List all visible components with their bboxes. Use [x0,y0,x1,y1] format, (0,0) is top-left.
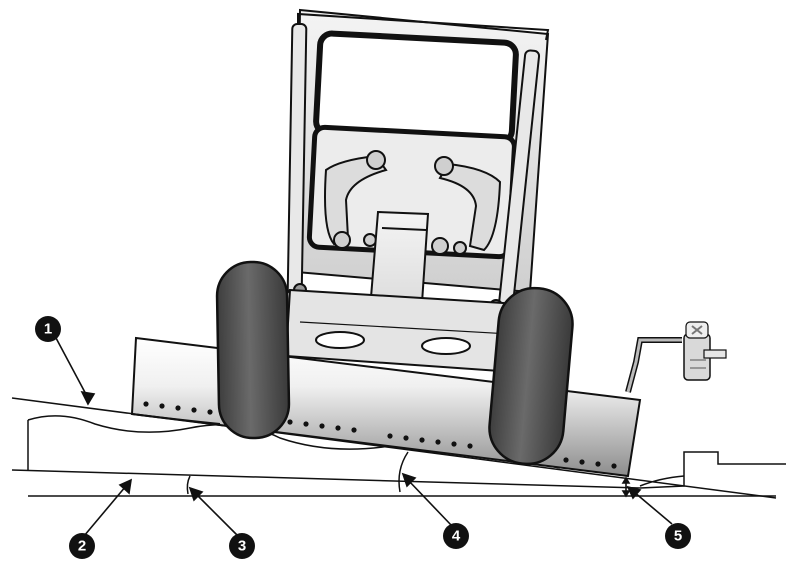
callout-4: 4 [443,523,469,549]
callout-4-label: 4 [452,528,461,545]
callout-5: 5 [665,523,691,549]
callout-3-label: 3 [238,538,246,555]
callout-5-label: 5 [674,528,682,545]
laser-receiver [628,322,726,392]
wheel-right [486,285,575,467]
lower-slope-line [12,470,640,488]
callout-3: 3 [229,533,255,559]
callout-1: 1 [35,316,61,342]
callout-2-label: 2 [78,538,86,555]
callout-2: 2 [69,533,95,559]
wheel-left [216,261,289,438]
moldboard-mount [286,290,520,372]
callout-1-label: 1 [44,321,52,338]
ground-arcs [187,452,408,494]
